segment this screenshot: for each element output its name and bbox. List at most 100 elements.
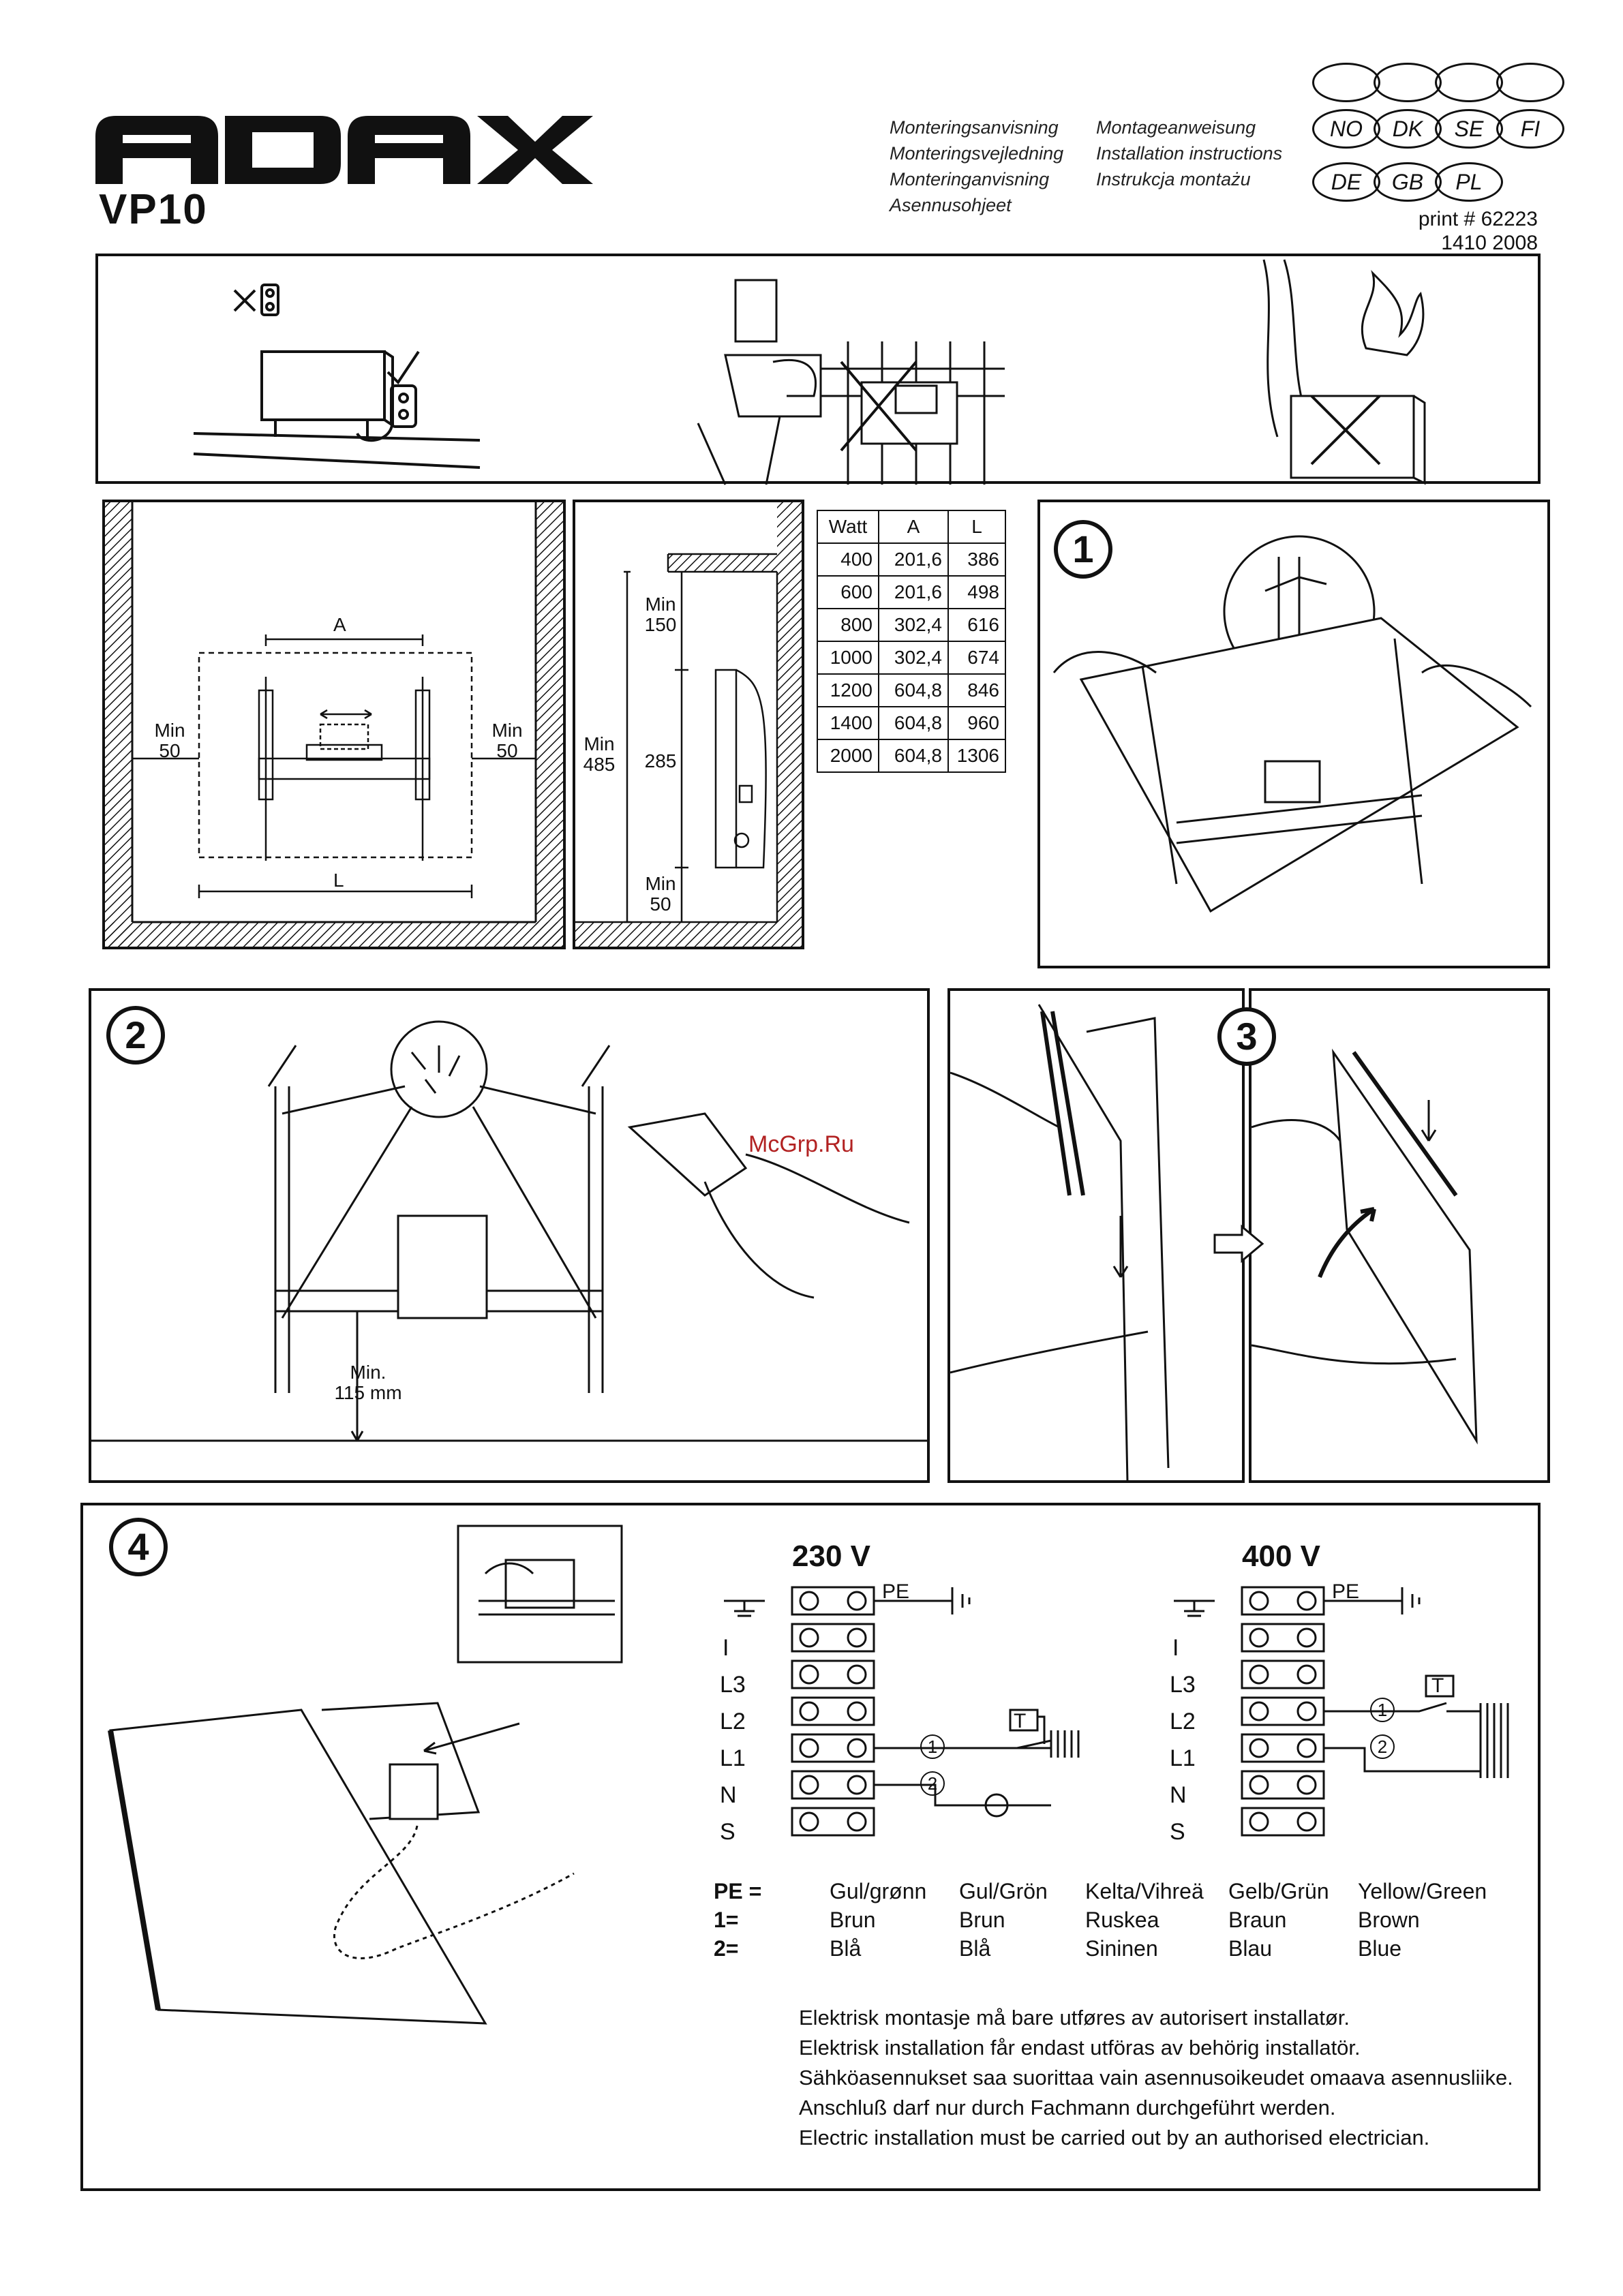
next-arrow-icon (1213, 1224, 1264, 1264)
note-fi: Sähköasennukset saa suorittaa vain asenn… (799, 2066, 1513, 2090)
step3-right-panel: 3 (1217, 988, 1550, 1483)
heater-socket-illustration (193, 284, 481, 469)
note-no: Elektrisk montasje må bare utføres av au… (799, 2006, 1350, 2030)
step2-panel: 2 Min. 115 mm (89, 988, 930, 1483)
l-cell: 616 (947, 608, 1006, 642)
legend-col-fi: Kelta/Vihreä Ruskea Sininen (1085, 1877, 1204, 1963)
watt-cell: 800 (817, 608, 879, 642)
watt-cell: 600 (817, 575, 879, 609)
side-section (573, 500, 804, 949)
note-de: Anschluß darf nur durch Fachmann durchge… (799, 2096, 1336, 2119)
dim-l-label: L (333, 870, 344, 891)
title-pl: Instrukcja montażu (1096, 169, 1251, 189)
step2-illustration (91, 1020, 930, 1442)
pe-label-230: PE (882, 1580, 910, 1603)
header-a: A (878, 510, 949, 544)
step-number-1: 1 (1054, 520, 1112, 579)
l-cell: 960 (947, 706, 1006, 740)
a-cell: 302,4 (878, 608, 949, 642)
front-dims-panel: A L Min 50 Min 50 (102, 500, 566, 949)
lang-pl: PL (1435, 162, 1503, 202)
blank-oval (1312, 63, 1380, 102)
lang-de: DE (1312, 162, 1380, 202)
header-l: L (947, 510, 1006, 544)
l-cell: 386 (947, 542, 1006, 577)
watt-cell: 1200 (817, 673, 879, 707)
a-cell: 604,8 (878, 706, 949, 740)
terminal-label: S (1170, 1819, 1185, 1845)
dim-min-top: Min 150 (644, 594, 677, 635)
terminal-label: N (720, 1782, 737, 1808)
thermostat-label-230: T (1014, 1710, 1027, 1732)
note-gb: Electric installation must be carried ou… (799, 2126, 1430, 2149)
pe-label-400: PE (1332, 1580, 1360, 1603)
step3-left-illustration (950, 1004, 1170, 1482)
terminal-label: N (1170, 1782, 1187, 1808)
bathroom-illustration (697, 279, 1005, 485)
terminal-label: L2 (1170, 1709, 1196, 1734)
step1-panel: 1 (1037, 500, 1550, 968)
blank-oval (1435, 63, 1503, 102)
legend-value: Brun (830, 1908, 876, 1932)
lang-gb: GB (1374, 162, 1442, 202)
watt-cell: 400 (817, 542, 879, 577)
header-watt: Watt (817, 510, 879, 544)
print-date: 1410 2008 (1441, 232, 1538, 254)
legend-value: Kelta/Vihreä (1085, 1879, 1204, 1903)
step4-illustration (108, 1525, 623, 2025)
dim-min-right: Min 50 (491, 720, 523, 761)
legend-value: Blue (1358, 1936, 1402, 1961)
curtain-fire-illustration (1262, 259, 1426, 485)
watt-cell: 1400 (817, 706, 879, 740)
step-number-2: 2 (106, 1006, 165, 1065)
a-cell: 201,6 (878, 542, 949, 577)
terminal-label: L2 (720, 1709, 746, 1734)
step-number-4: 4 (109, 1518, 168, 1576)
terminal-label: L3 (1170, 1672, 1196, 1698)
lang-no: NO (1312, 109, 1380, 149)
dim-a-label: A (333, 614, 346, 635)
legend-key-pe: PE = (714, 1879, 762, 1903)
watt-cell: 2000 (817, 739, 879, 773)
legend-col-se: Gul/Grön Brun Blå (959, 1877, 1048, 1963)
legend-value: Sininen (1085, 1936, 1158, 1961)
legend-value: Ruskea (1085, 1908, 1159, 1932)
wire-1-label-400: 1 (1370, 1698, 1395, 1722)
blank-oval (1496, 63, 1564, 102)
step3-left-panel (947, 988, 1245, 1483)
legend-value: Blau (1228, 1936, 1273, 1961)
terminal-label: I (1172, 1635, 1179, 1661)
voltage-230: 230 V (792, 1540, 870, 1573)
title-no: Monteringsanvisning (890, 117, 1059, 138)
dim-height: 285 (644, 750, 677, 771)
legend-value: Yellow/Green (1358, 1879, 1487, 1903)
voltage-400: 400 V (1242, 1540, 1320, 1573)
legend-col-de: Gelb/Grün Braun Blau (1228, 1877, 1329, 1963)
note-se: Elektrisk installation får endast utföra… (799, 2036, 1361, 2060)
legend-value: Brun (959, 1908, 1005, 1932)
adax-logo (95, 116, 593, 184)
terminal-label: I (723, 1635, 729, 1661)
legend-key-2: 2= (714, 1936, 739, 1961)
watt-cell: 1000 (817, 641, 879, 675)
print-number: print # 62223 (1418, 208, 1538, 230)
legend-value: Gelb/Grün (1228, 1879, 1329, 1903)
legend-col-no: Gul/grønn Brun Blå (830, 1877, 926, 1963)
wire-2-label-400: 2 (1370, 1734, 1395, 1759)
title-se: Monteringanvisning (890, 169, 1050, 189)
legend-key-1: 1= (714, 1908, 739, 1932)
terminal-label: L3 (720, 1672, 746, 1698)
legend-value: Brown (1358, 1908, 1420, 1932)
l-cell: 674 (947, 641, 1006, 675)
lang-se: SE (1435, 109, 1503, 149)
thermostat-label-400: T (1431, 1674, 1444, 1697)
a-cell: 604,8 (878, 739, 949, 773)
watermark: McGrp.Ru (748, 1131, 854, 1157)
terminal-block-230 (724, 1586, 1080, 1837)
